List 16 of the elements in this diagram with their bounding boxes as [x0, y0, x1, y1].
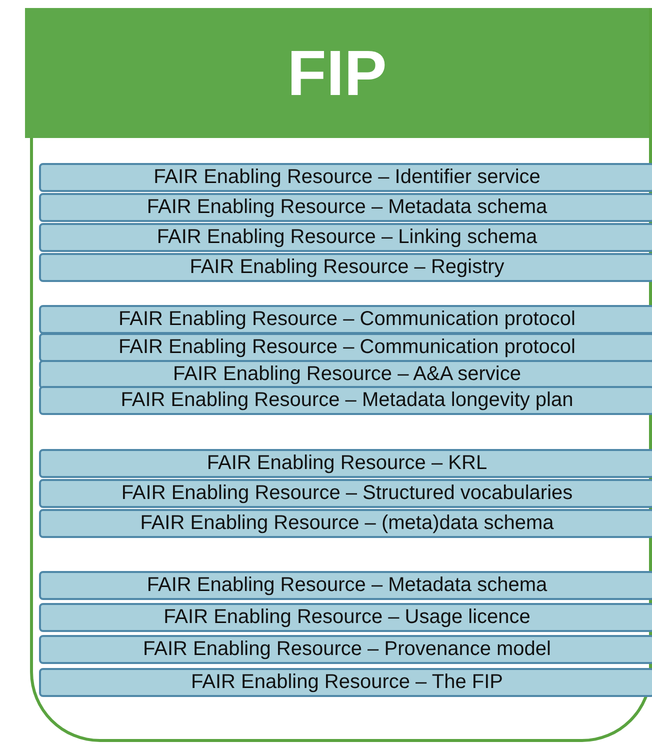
resource-bar: FAIR Enabling Resource – Identifier service [39, 163, 652, 192]
header-band: FIP [25, 8, 649, 138]
resource-bar: FAIR Enabling Resource – Linking schema [39, 223, 652, 252]
resource-bar: FAIR Enabling Resource – A&A service [39, 360, 652, 389]
resource-bar: FAIR Enabling Resource – Metadata schema [39, 193, 652, 222]
resource-bar: FAIR Enabling Resource – Provenance model [39, 635, 652, 664]
resource-bar: FAIR Enabling Resource – (meta)data schema [39, 509, 652, 538]
resource-bar: FAIR Enabling Resource – Metadata longevity plan [39, 386, 652, 415]
resource-bar: FAIR Enabling Resource – Metadata schema [39, 571, 652, 600]
resource-bar: FAIR Enabling Resource – Registry [39, 253, 652, 282]
resource-bar: FAIR Enabling Resource – Usage licence [39, 603, 652, 632]
resource-bar: FAIR Enabling Resource – The FIP [39, 668, 652, 697]
resource-bar: FAIR Enabling Resource – Communication protocol [39, 305, 652, 334]
resource-bar: FAIR Enabling Resource – Structured vocabularies [39, 479, 652, 508]
resource-bar: FAIR Enabling Resource – KRL [39, 449, 652, 478]
resource-bar: FAIR Enabling Resource – Communication protocol [39, 333, 652, 362]
